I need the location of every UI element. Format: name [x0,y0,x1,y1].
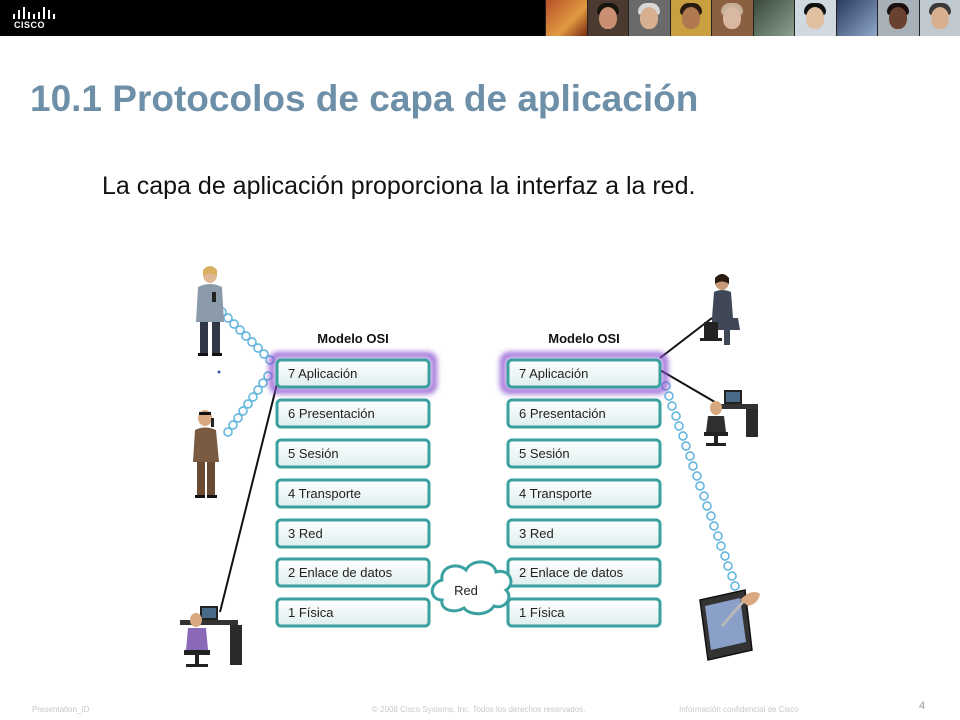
right-application-glow [500,352,668,394]
footer-confidential: Información confidencial de Cisco [679,705,799,714]
wireless-link-right-tablet [661,381,740,591]
photo-collage-3 [835,0,877,36]
photo-person-3 [669,0,711,36]
slide-subtitle: La capa de aplicación proporciona la int… [102,172,696,200]
left-layer-5: 5 Sesión [275,438,431,469]
wired-link-right-computer [659,369,721,406]
person-at-computer-icon [180,606,242,667]
cloud-label: Red [454,583,478,598]
svg-text:2 Enlace de datos: 2 Enlace de datos [519,565,624,580]
svg-text:3 Red: 3 Red [519,526,554,541]
cisco-logo: CISCO [12,6,72,32]
svg-text:3 Red: 3 Red [288,526,323,541]
footer-copyright: © 2008 Cisco Systems, Inc. Todos los der… [372,705,586,714]
decorative-dot [217,370,221,374]
right-computer-user-icon [704,390,758,446]
right-layer-7: 7 Aplicación [506,358,662,389]
svg-text:5 Sesión: 5 Sesión [288,446,339,461]
cisco-logo-text: CISCO [14,20,46,30]
tablet-device-icon [699,589,760,661]
right-model-title: Modelo OSI [548,331,620,346]
people-photo-strip [545,0,960,36]
wireless-link-left-man [223,371,273,437]
seated-woman-icon [700,274,740,345]
svg-text:1 Física: 1 Física [519,605,565,620]
svg-text:6 Presentación: 6 Presentación [288,406,375,421]
left-layer-4: 4 Transporte [275,478,431,509]
left-layer-1: 1 Física [275,597,431,628]
man-with-phone-icon [193,410,219,498]
photo-person-4 [711,0,753,36]
svg-text:4 Transporte: 4 Transporte [519,486,592,501]
svg-text:7 Aplicación: 7 Aplicación [519,366,588,381]
woman-with-phone-icon [196,266,224,356]
page-number: 4 [919,700,926,712]
left-application-glow [269,352,437,394]
network-cloud: Red [430,560,513,616]
top-banner: CISCO [0,0,960,36]
cisco-bars-icon [13,7,55,19]
left-model-title: Modelo OSI [317,331,389,346]
left-layer-2: 2 Enlace de datos [275,557,431,588]
left-layer-3: 3 Red [275,518,431,549]
photo-person-2 [628,0,670,36]
wireless-link-left-woman [217,307,275,365]
right-layer-1: 1 Física [506,597,662,628]
svg-text:1 Física: 1 Física [288,605,334,620]
photo-person-5 [794,0,836,36]
slide-title: 10.1 Protocolos de capa de aplicación [30,78,699,119]
right-layer-2: 2 Enlace de datos [506,557,662,588]
right-layer-4: 4 Transporte [506,478,662,509]
svg-text:5 Sesión: 5 Sesión [519,446,570,461]
wired-link-right-woman [659,317,713,359]
right-osi-stack: 7 Aplicación 6 Presentación 5 Sesión 4 T… [506,358,662,628]
photo-collage-1 [545,0,587,36]
svg-text:2 Enlace de datos: 2 Enlace de datos [288,565,393,580]
left-layer-6: 6 Presentación [275,398,431,429]
footer-presentation-id: Presentation_ID [32,705,90,714]
right-layer-6: 6 Presentación [506,398,662,429]
svg-text:6 Presentación: 6 Presentación [519,406,606,421]
photo-collage-2 [752,0,794,36]
svg-text:7 Aplicación: 7 Aplicación [288,366,357,381]
wired-link-left-computer [219,379,279,613]
svg-text:4 Transporte: 4 Transporte [288,486,361,501]
right-layer-3: 3 Red [506,518,662,549]
right-layer-5: 5 Sesión [506,438,662,469]
photo-person-7 [918,0,960,36]
left-osi-stack: 7 Aplicación 6 Presentación 5 Sesión 4 T… [275,358,431,628]
photo-person-6 [877,0,919,36]
photo-person-1 [586,0,628,36]
left-layer-7: 7 Aplicación [275,358,431,389]
